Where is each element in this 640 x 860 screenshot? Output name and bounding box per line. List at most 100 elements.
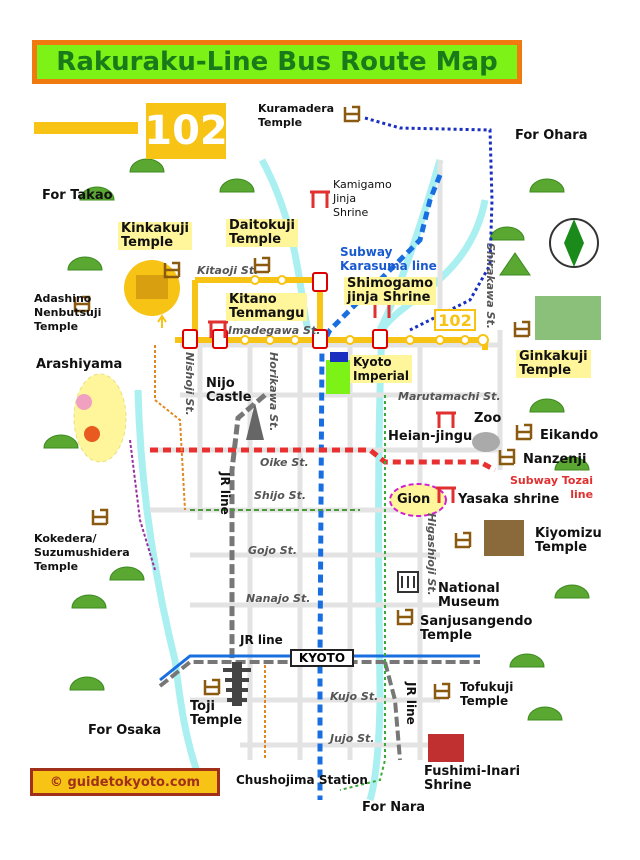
label-arashiyama: Arashiyama [36, 357, 123, 372]
jr-nara-line [383, 661, 402, 761]
label-kamigamo-line3: Shrine [333, 206, 369, 219]
label-tofukuji-line2: Temple [460, 694, 509, 708]
label-nanzenji: Nanzenji [523, 452, 587, 467]
direction-takao: For Takao [42, 188, 113, 203]
label-eikando: Eikando [540, 428, 599, 443]
label-kamigamo-line2: Jinja [333, 192, 357, 205]
street-nishoji: Nishoji St. [183, 352, 196, 416]
label-jr-sagano: JR line [218, 472, 232, 515]
label-subway-tozai-line2: line [570, 488, 594, 501]
compass-icon [549, 218, 599, 268]
ginkakuji-photo [535, 296, 601, 340]
label-ginkakuji-line1: Ginkakuji [519, 349, 588, 364]
hankyu-line [129, 439, 156, 571]
takano-river [376, 159, 444, 332]
label-nijo-line1: Nijo [206, 376, 235, 391]
toji-pagoda-icon [223, 662, 251, 706]
label-ginkakuji-line2: Temple [519, 363, 572, 378]
street-horikawa: Horikawa St. [267, 352, 280, 432]
direction-ohara: For Ohara [515, 128, 588, 143]
label-sanjusangendo-line1: Sanjusangendo [420, 614, 533, 629]
label-daitokuji-line2: Temple [229, 232, 282, 247]
label-chushojima: Chushojima Station [236, 773, 368, 787]
label-kinkakuji-line1: Kinkakuji [121, 221, 190, 236]
label-national-line1: National [438, 581, 500, 596]
street-oike: Oike St. [260, 456, 309, 469]
up-arrow-icon [157, 314, 167, 328]
label-kuramadera-line1: Kuramadera [258, 102, 335, 115]
label-yasaka: Yasaka shrine [458, 492, 560, 507]
label-daitokuji-line1: Daitokuji [229, 218, 295, 233]
arashiyama-area [73, 373, 127, 463]
label-kitano-line1: Kitano [229, 292, 277, 307]
eizan-line [364, 116, 494, 332]
label-imperial-line1: Kyoto [353, 355, 392, 369]
museum-icon [397, 571, 419, 593]
street-marutamachi: Marutamachi St. [398, 390, 501, 403]
label-toji-line2: Temple [190, 713, 243, 728]
label-fushimi-line1: Fushimi-Inari [424, 764, 521, 779]
katsura-river [134, 389, 204, 782]
label-subway-karasuma-line1: Subway [340, 245, 393, 259]
jr-sagano-line [229, 393, 267, 660]
label-fushimi-line2: Shrine [424, 778, 472, 793]
label-tofukuji-line1: Tofukuji [460, 680, 514, 694]
street-higashioji: Higashioji St. [425, 513, 438, 596]
label-kokedera-line2: Suzumushidera [34, 546, 130, 559]
map-title-box: Rakuraku-Line Bus Route Map [32, 40, 522, 84]
route-number-map-badge: 102 [434, 309, 476, 331]
label-kinkakuji-line2: Temple [121, 235, 174, 250]
nijo-castle-icon [246, 403, 264, 440]
route-number-badge: 102 [144, 103, 228, 159]
label-kokedera-line3: Temple [34, 560, 79, 573]
label-zoo: Zoo [474, 411, 502, 426]
fushimi-inari-icon [428, 734, 464, 762]
direction-osaka: For Osaka [88, 723, 162, 738]
street-kitaoji: Kitaoji St. [197, 264, 259, 277]
direction-nara: For Nara [362, 800, 426, 815]
keihan-line [339, 395, 386, 791]
label-gion: Gion [397, 492, 431, 507]
label-kamigamo-line1: Kamigamo [333, 178, 392, 191]
label-kiyomizu-line1: Kiyomizu [535, 526, 602, 541]
street-kujo: Kujo St. [330, 690, 379, 703]
kyoto-station-label: KYOTO [290, 649, 354, 667]
label-national-line2: Museum [438, 595, 500, 610]
cherry-blossom-icon [76, 394, 92, 410]
label-toji-line1: Toji [190, 699, 215, 714]
mountains [43, 158, 590, 721]
maple-leaf-icon [84, 426, 100, 442]
route-legend-bar [34, 122, 138, 134]
label-subway-tozai-line1: Subway Tozai [510, 474, 594, 487]
map-title: Rakuraku-Line Bus Route Map [56, 47, 498, 77]
jr-main-line [158, 660, 480, 688]
imperial-palace-icon [330, 352, 348, 362]
label-adashino-line1: Adashino [34, 292, 92, 305]
gion-area [389, 483, 447, 517]
label-imperial-line2: Imperial [353, 369, 409, 383]
zoo-elephant-icon [472, 432, 500, 452]
street-gojo: Gojo St. [248, 544, 298, 557]
label-adashino-line3: Temple [34, 320, 79, 333]
label-shimogamo-line2: jinja Shrine [347, 290, 431, 305]
jr-main-line-blue [159, 654, 480, 682]
credit-box[interactable]: © guidetokyoto.com [30, 768, 220, 796]
